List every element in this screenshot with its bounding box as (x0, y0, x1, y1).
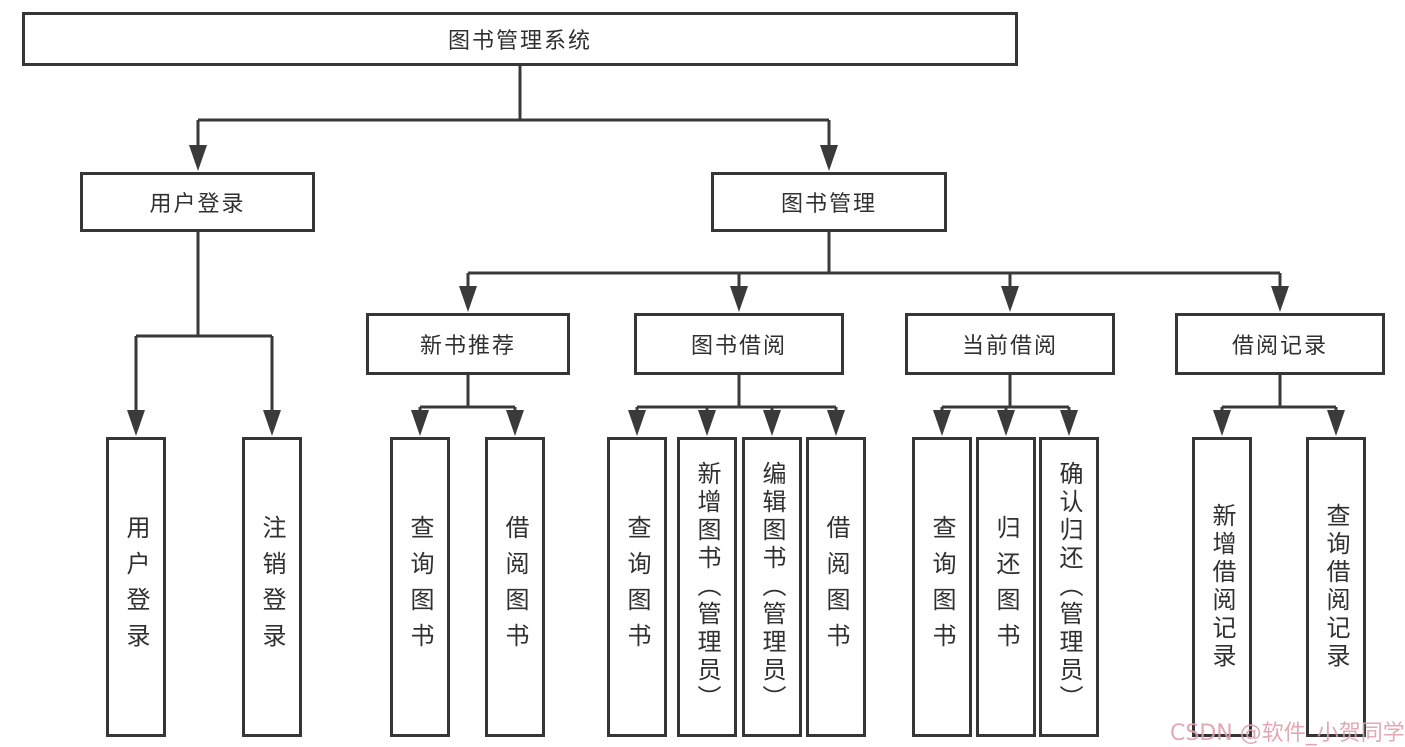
node-label: 当前借阅 (961, 334, 1058, 359)
leaf-query-books-recommend: 查询图书 (390, 437, 450, 737)
node-label: 图书管理 (780, 192, 877, 217)
node-label: 查询图书 (406, 515, 434, 659)
node-label: 确认归还（管理员） (1055, 461, 1083, 713)
node-new-book-recommendation: 新书推荐 (366, 313, 570, 375)
leaf-borrow-books-recommend: 借阅图书 (485, 437, 545, 737)
leaf-return-books: 归还图书 (976, 437, 1036, 737)
node-book-management: 图书管理 (711, 172, 947, 232)
leaf-query-books-borrow: 查询图书 (607, 437, 667, 737)
node-label: 查询图书 (623, 515, 651, 659)
node-user-login: 用户登录 (80, 172, 315, 232)
node-borrowing-records: 借阅记录 (1175, 313, 1385, 375)
leaf-edit-books-admin: 编辑图书（管理员） (742, 437, 802, 737)
node-label: 用户登录 (149, 192, 246, 217)
node-label: 图书借阅 (690, 334, 787, 359)
node-label: 编辑图书（管理员） (758, 461, 786, 713)
node-label: 新增借阅记录 (1208, 503, 1236, 671)
node-label: 借阅图书 (822, 515, 850, 659)
node-label: 新书推荐 (419, 334, 516, 359)
node-label: 借阅记录 (1231, 334, 1328, 359)
leaf-add-borrow-record: 新增借阅记录 (1192, 437, 1252, 737)
leaf-query-books-current: 查询图书 (912, 437, 972, 737)
node-library-management-system: 图书管理系统 (22, 12, 1018, 66)
node-label: 查询借阅记录 (1322, 503, 1350, 671)
node-label: 归还图书 (992, 515, 1020, 659)
leaf-user-login: 用户登录 (106, 437, 166, 737)
leaf-add-books-admin: 新增图书（管理员） (677, 437, 737, 737)
node-label: 注销登录 (258, 515, 286, 659)
leaf-logout: 注销登录 (242, 437, 302, 737)
leaf-query-borrow-record: 查询借阅记录 (1306, 437, 1366, 737)
node-label: 查询图书 (928, 515, 956, 659)
leaf-borrow-books: 借阅图书 (806, 437, 866, 737)
node-label: 借阅图书 (501, 515, 529, 659)
leaf-confirm-return-admin: 确认归还（管理员） (1039, 437, 1099, 737)
node-book-borrowing: 图书借阅 (634, 313, 844, 375)
watermark: CSDN @软件_小贺同学 (1170, 721, 1405, 746)
node-label: 用户登录 (122, 515, 150, 659)
node-label: 新增图书（管理员） (693, 461, 721, 713)
node-label: 图书管理系统 (447, 29, 592, 54)
node-current-borrowing: 当前借阅 (905, 313, 1115, 375)
